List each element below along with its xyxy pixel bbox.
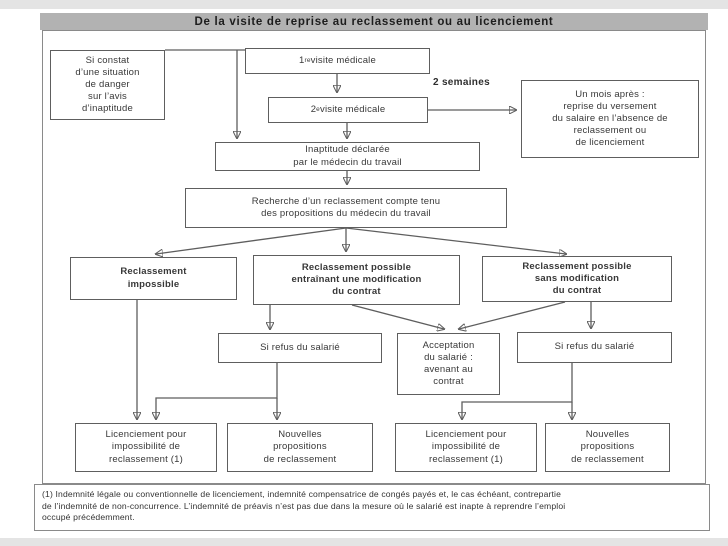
footnote-text: (1) Indemnité légale ou conventionnelle … (34, 484, 710, 531)
arrow-refus-gauche-to-licenciement (156, 363, 278, 419)
node-refus-salarie-droite: Si refus du salarié (517, 332, 672, 363)
node-inaptitude-declaree: Inaptitude déclarée par le médecin du tr… (215, 142, 480, 171)
visit1-label: visite médicale (310, 54, 376, 66)
arrow-refus-droite-to-licenciement (462, 363, 573, 419)
visit2-ordinal-suffix: e (316, 105, 320, 113)
page-margin-top (0, 0, 728, 9)
node-licenciement-gauche: Licenciement pour impossibilité de recla… (75, 423, 217, 472)
arrow-recherche-to-impossible (156, 227, 347, 254)
arrow-sans-modification-to-acceptation (459, 301, 566, 329)
node-reclassement-impossible: Reclassement impossible (70, 257, 237, 300)
visit1-ordinal-suffix: re (304, 56, 311, 64)
page-title: De la visite de reprise au reclassement … (194, 15, 554, 28)
visit1-number: 1 (299, 54, 305, 66)
node-recherche-reclassement: Recherche d’un reclassement compte tenu … (185, 188, 507, 228)
page-margin-bottom (0, 538, 728, 546)
node-un-mois-apres: Un mois après : reprise du versement du … (521, 80, 699, 158)
node-reclassement-avec-modification: Reclassement possible entraînant une mod… (253, 255, 460, 305)
visit2-label: visite médicale (320, 103, 386, 115)
title-bar: De la visite de reprise au reclassement … (40, 13, 708, 30)
delay-label: 2 semaines (433, 77, 490, 88)
node-reclassement-sans-modification: Reclassement possible sans modification … (482, 256, 672, 302)
arrow-recherche-to-sans-modification (345, 227, 566, 254)
arrow-modification-to-acceptation (351, 304, 444, 329)
node-acceptation-salarie: Acceptation du salarié : avenant au cont… (397, 333, 500, 395)
visit2-number: 2 (310, 103, 317, 115)
node-nouvelles-propositions-gauche: Nouvelles propositions de reclassement (227, 423, 373, 472)
node-nouvelles-propositions-droite: Nouvelles propositions de reclassement (545, 423, 670, 472)
node-licenciement-droite: Licenciement pour impossibilité de recla… (395, 423, 537, 472)
node-refus-salarie-gauche: Si refus du salarié (218, 333, 382, 363)
node-constat-danger: Si constat d’une situation de danger sur… (50, 50, 165, 120)
